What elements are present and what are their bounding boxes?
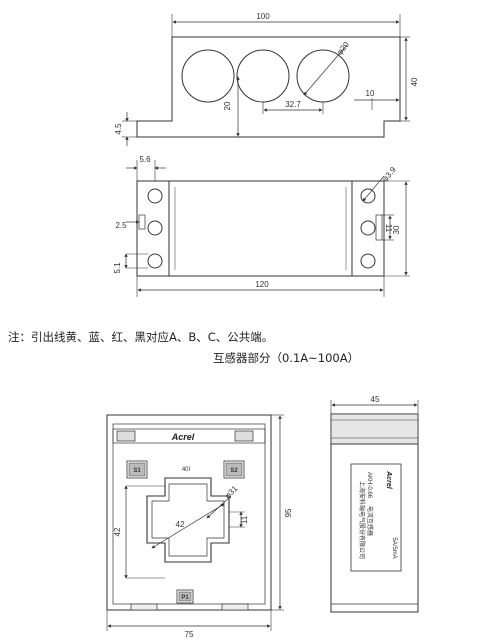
mount-view-labels: 5.6 φ3.9 2.5 11 30 5.1 120 xyxy=(113,155,401,289)
ct-side-label-plate xyxy=(350,463,402,572)
dim-11: 11 xyxy=(384,224,393,233)
dim-100: 100 xyxy=(256,12,270,21)
mount-slot-right xyxy=(375,214,383,241)
dim-40: 40 xyxy=(410,77,419,86)
s1-terminal xyxy=(126,460,148,479)
section-title: 互感器部分（0.1A~100A） xyxy=(213,351,360,365)
ct-top-clip-left xyxy=(116,430,136,442)
mount-hole-r1 xyxy=(360,188,376,204)
ct-side-maker: 上海安科瑞电气股份有限公司 xyxy=(358,481,366,559)
mount-hole-l2 xyxy=(147,220,163,236)
top-view-labels: 100 40 20 32.7 10 4.5 φ20 xyxy=(114,12,419,135)
dim-75: 75 xyxy=(185,630,194,639)
dim-20: 20 xyxy=(223,101,232,110)
ct-top-strip xyxy=(112,428,266,444)
ct-top-clip-right xyxy=(234,430,254,442)
dim-42-diag-line xyxy=(151,503,225,549)
ct-aperture-inner xyxy=(151,483,225,557)
mount-view xyxy=(124,160,410,297)
dim-5-1: 5.1 xyxy=(113,262,122,274)
mount-hole-r2 xyxy=(360,220,376,236)
dim-5-6: 5.6 xyxy=(139,155,151,164)
s2-label: S2 xyxy=(230,468,238,474)
ct-front-outline xyxy=(106,414,272,611)
dim-32-7: 32.7 xyxy=(285,100,301,109)
ct-side-labels: 45 Acrel AKH-0.66 电流互感器 上海安科瑞电气股份有限公司 5A… xyxy=(358,395,397,559)
dia-3-9-leader xyxy=(362,175,385,202)
mount-left-tab xyxy=(136,180,170,277)
dia-20: φ20 xyxy=(335,40,351,57)
wiring-note: 注：引出线黄、蓝、红、黑对应A、B、C、公共端。 xyxy=(8,330,274,344)
top-view-outline xyxy=(136,36,401,138)
s2-terminal xyxy=(223,460,245,479)
dia-31: φ31 xyxy=(223,484,240,501)
mount-slot-left xyxy=(138,214,146,230)
ct-side-view xyxy=(330,400,419,613)
ct-side-type: 电流互感器 xyxy=(366,506,374,536)
ct-side-top-cap xyxy=(330,413,419,445)
dim-95: 95 xyxy=(284,508,293,517)
p1-label: P1 xyxy=(181,595,189,601)
ct-foot-right xyxy=(221,603,249,611)
mount-body xyxy=(136,180,385,277)
dim-30: 30 xyxy=(392,225,401,234)
dia-31-leader xyxy=(206,495,232,519)
ct-aperture-outer xyxy=(146,477,230,563)
hole-b xyxy=(236,49,290,103)
dim-10: 10 xyxy=(366,89,375,98)
ct-brand-side: Acrel xyxy=(385,470,392,490)
ct-foot-left xyxy=(130,603,158,611)
p1-terminal xyxy=(176,589,194,604)
dim-4-5: 4.5 xyxy=(114,123,123,135)
dim-45: 45 xyxy=(371,395,380,404)
mount-hole-r3 xyxy=(360,253,376,269)
dim-11-ct: 11 xyxy=(240,515,249,524)
mount-hole-l1 xyxy=(147,188,163,204)
dim-42-vert: 42 xyxy=(113,527,122,536)
ct-front-inner xyxy=(112,423,266,605)
ct-side-model: AKH-0.66 xyxy=(366,472,372,499)
top-view xyxy=(122,14,410,146)
dim-42-diag: 42 xyxy=(176,520,185,529)
dia-20-leader xyxy=(303,44,348,96)
dim-2-5: 2.5 xyxy=(115,221,127,230)
dim-120: 120 xyxy=(255,280,269,289)
ct-brand-front: Acrel xyxy=(171,432,195,442)
s1-label: S1 xyxy=(133,468,141,474)
ct-front-view xyxy=(106,414,284,631)
hole-a xyxy=(181,49,235,103)
mount-hole-l3 xyxy=(147,253,163,269)
ct-side-spec: 5A/5mA xyxy=(391,537,397,558)
model-label: 40I xyxy=(182,467,191,473)
